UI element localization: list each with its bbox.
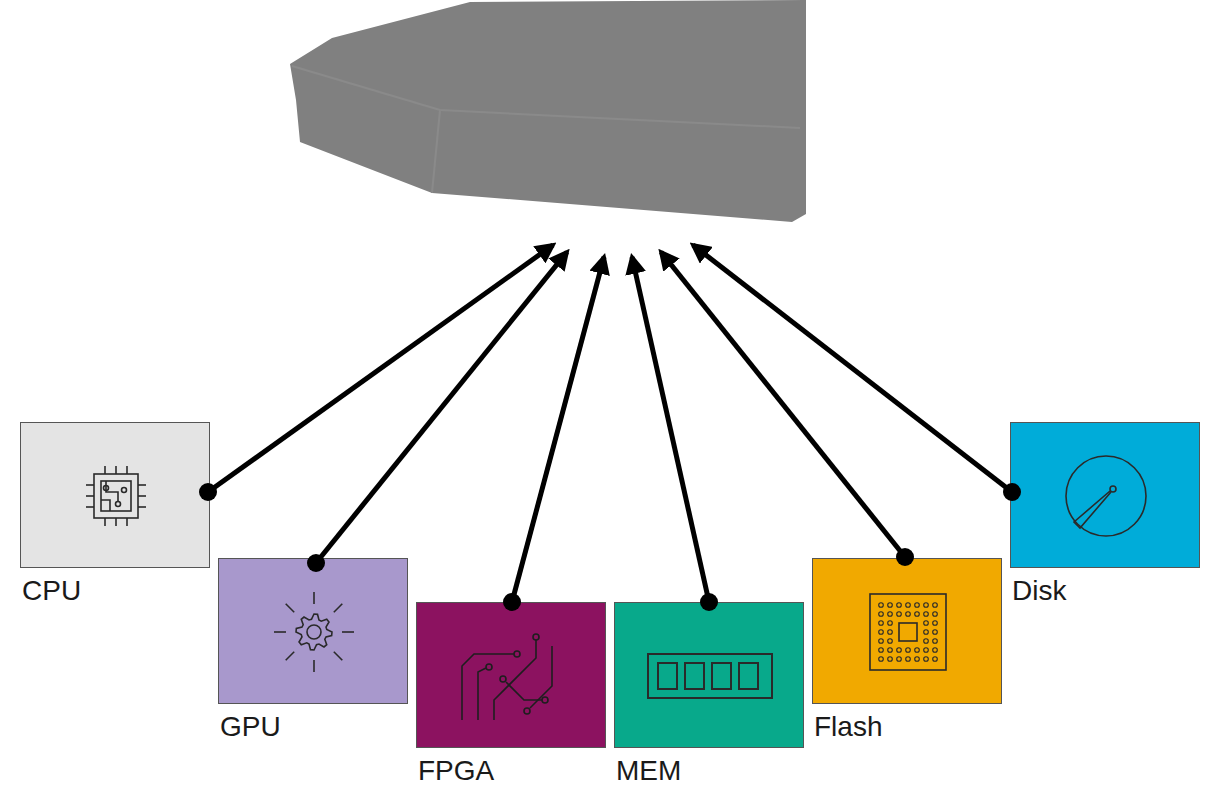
arrow-dot [896, 548, 914, 566]
arrow-dot [700, 593, 718, 611]
tile-icon [21, 423, 211, 569]
cpu-tile: CPU [20, 422, 210, 568]
tile-background [1010, 422, 1200, 568]
tile-icon [1011, 423, 1201, 569]
gpu-tile: GPU [218, 558, 408, 704]
tile-background [20, 422, 210, 568]
icon [86, 466, 146, 526]
component-label: GPU [220, 710, 281, 744]
arrow-line [512, 257, 604, 602]
icon [274, 592, 354, 672]
server-body [290, 0, 806, 222]
component-label: CPU [22, 574, 81, 608]
icon [648, 654, 772, 698]
disk-tile: Disk [1010, 422, 1200, 568]
server-edge [432, 110, 440, 193]
arrow-line [661, 252, 905, 557]
tile-icon [417, 603, 607, 749]
tile-background [416, 602, 606, 748]
server-edge [292, 66, 800, 128]
mem-tile: MEM [614, 602, 804, 748]
component-label: Disk [1012, 574, 1066, 608]
flash-tile: Flash [812, 558, 1002, 704]
fpga-tile: FPGA [416, 602, 606, 748]
tile-icon [813, 559, 1003, 705]
icon [1066, 456, 1146, 536]
arrow-dots [199, 483, 1021, 611]
tile-icon [219, 559, 409, 705]
icon [462, 634, 552, 720]
component-label: MEM [616, 754, 681, 788]
arrow-dot [503, 593, 521, 611]
arrow-line [632, 257, 709, 602]
arrow-line [316, 252, 567, 563]
arrow-group [208, 245, 1012, 602]
arrow-line [693, 245, 1012, 492]
component-label: Flash [814, 710, 882, 744]
tile-background [614, 602, 804, 748]
arrow-dot [307, 554, 325, 572]
arrow-dot [1003, 483, 1021, 501]
tile-background [218, 558, 408, 704]
icon [870, 594, 946, 670]
component-label: FPGA [418, 754, 494, 788]
tile-icon [615, 603, 805, 749]
arrow-line [208, 245, 553, 492]
tile-background [812, 558, 1002, 704]
arrow-dot [199, 483, 217, 501]
